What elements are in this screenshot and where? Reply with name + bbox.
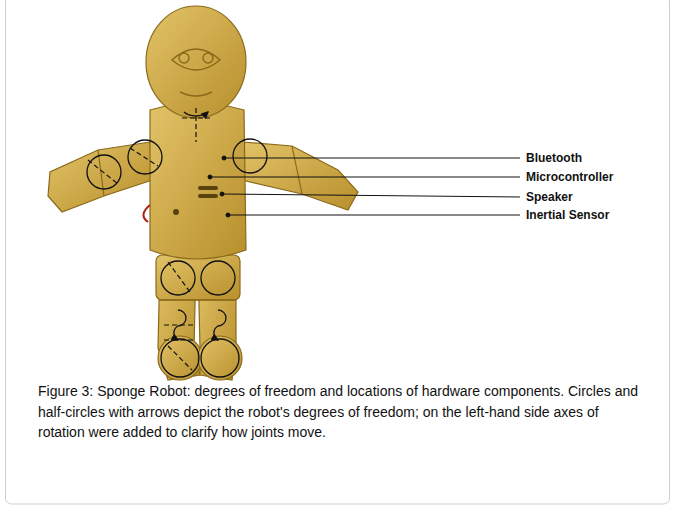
component-label: Inertial Sensor	[526, 208, 609, 222]
wire	[143, 205, 150, 222]
left-foot	[158, 336, 202, 380]
hips	[156, 255, 240, 300]
right-arm	[242, 142, 358, 210]
component-label: Speaker	[526, 190, 573, 204]
figure-caption: Figure 3: Sponge Robot: degrees of freed…	[38, 381, 648, 443]
component-label: Microcontroller	[526, 170, 613, 184]
right-foot	[198, 336, 242, 380]
torso	[150, 103, 246, 259]
head	[146, 6, 246, 118]
left-arm	[48, 142, 152, 212]
component-label: Bluetooth	[526, 151, 582, 165]
frame	[6, 0, 670, 504]
face-mask	[172, 49, 220, 70]
